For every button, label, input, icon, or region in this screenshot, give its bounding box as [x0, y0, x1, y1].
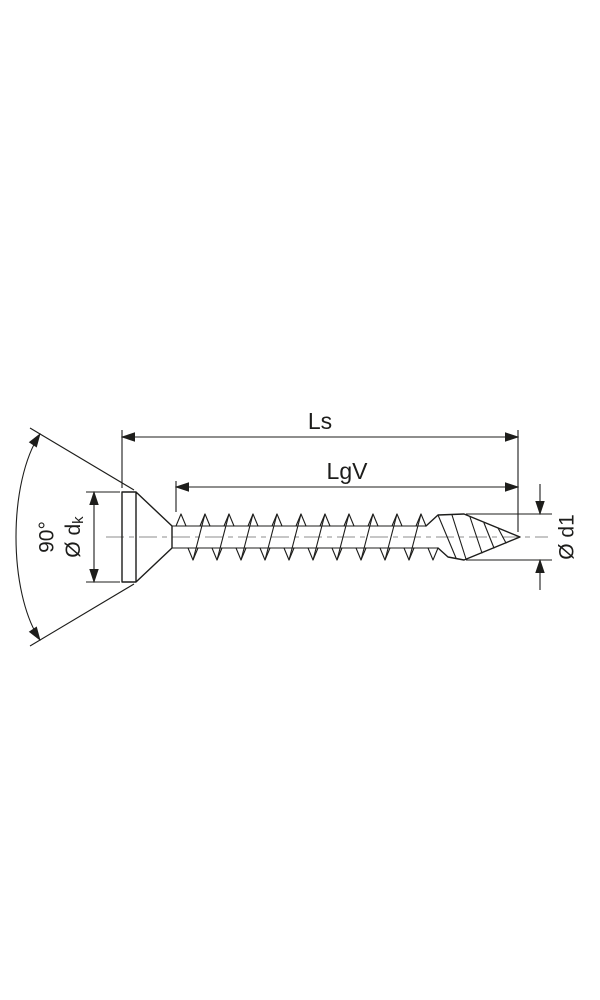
screw-thread [171, 513, 439, 561]
total-length-label: Ls [308, 408, 332, 434]
screw-drawing [121, 491, 521, 583]
head-diameter-label: Ø dk [62, 516, 87, 558]
screw-head [121, 491, 173, 583]
dimension-thread-diameter: Ø d1 [466, 484, 579, 590]
thread-diameter-label: Ø d1 [556, 514, 579, 560]
head-diameter-label-main: Ø d [62, 524, 85, 558]
tip-thread-lines [437, 514, 507, 560]
head-diameter-label-subscript: k [70, 516, 87, 524]
angle-side-bottom [29, 583, 135, 647]
head-outline [121, 491, 173, 583]
angle-side-top [29, 427, 135, 491]
thread-core-lines [171, 525, 439, 549]
head-angle-label: 90° [36, 521, 59, 553]
dimension-head-diameter: Ø dk [62, 490, 120, 584]
thread-flank-lines [192, 513, 422, 561]
dimension-total-length: Ls [120, 408, 520, 532]
thread-length-label: LgV [327, 458, 369, 484]
dimension-head-angle: 90° [15, 427, 135, 647]
screw-tip [425, 513, 521, 561]
angle-arc [15, 433, 41, 641]
dimension-thread-length: LgV [174, 458, 520, 512]
